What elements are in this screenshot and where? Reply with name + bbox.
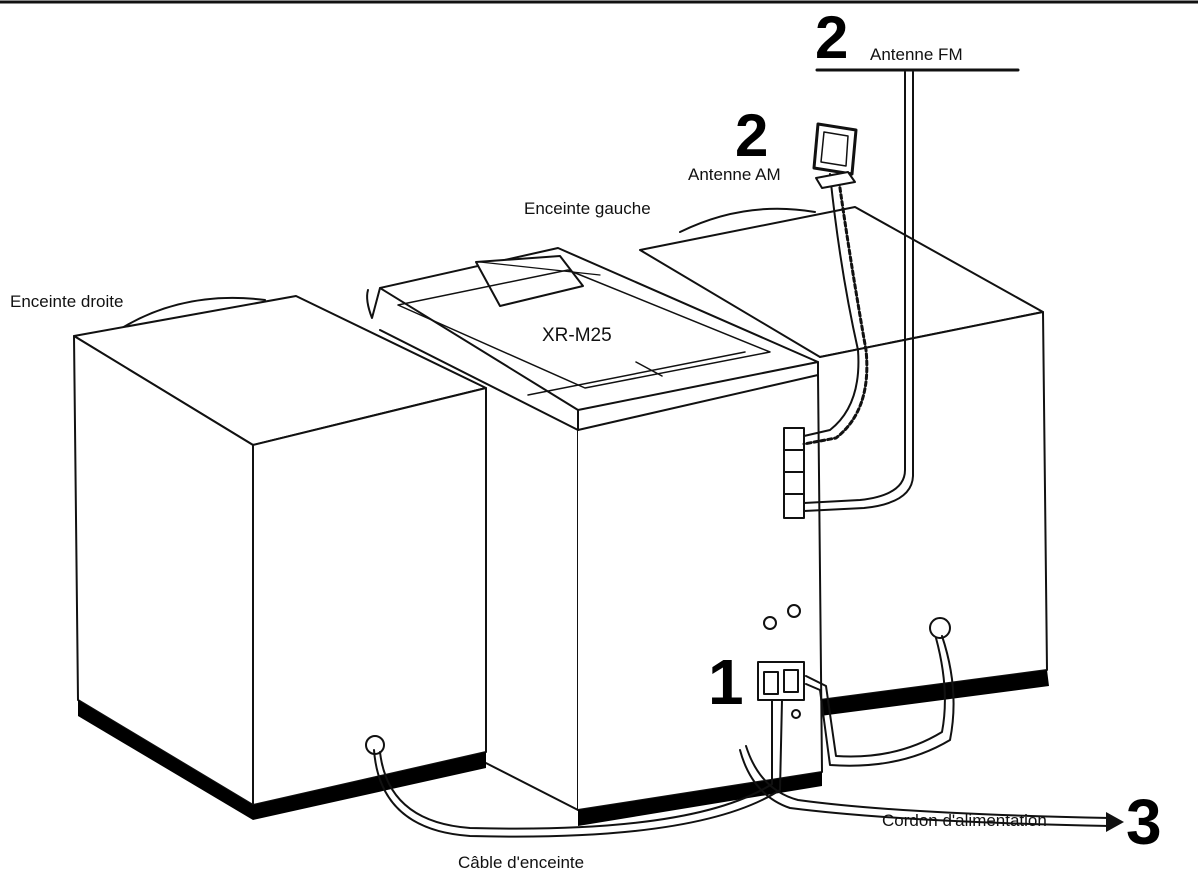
step-number-power: 3 — [1126, 786, 1162, 858]
am-antenna-label: Antenne AM — [688, 165, 781, 184]
power-cord-label: Cordon d'alimentation — [882, 811, 1047, 830]
step-number-fm-antenna: 2 — [815, 4, 849, 71]
left-speaker-terminal — [929, 617, 951, 639]
left-speaker — [639, 206, 1049, 716]
speaker-cable-label: Câble d'enceinte — [458, 853, 585, 872]
left-speaker-label: Enceinte gauche — [524, 199, 651, 218]
cables — [373, 68, 1124, 838]
right-speaker — [73, 295, 487, 820]
unit-model-label: XR-M25 — [542, 325, 612, 346]
fm-antenna-label: Antenne FM — [870, 45, 963, 64]
right-speaker-label: Enceinte droite — [10, 292, 124, 311]
am-loop-antenna — [812, 122, 858, 189]
step-number-am-antenna: 2 — [735, 102, 769, 169]
step-number-speaker: 1 — [708, 646, 744, 718]
